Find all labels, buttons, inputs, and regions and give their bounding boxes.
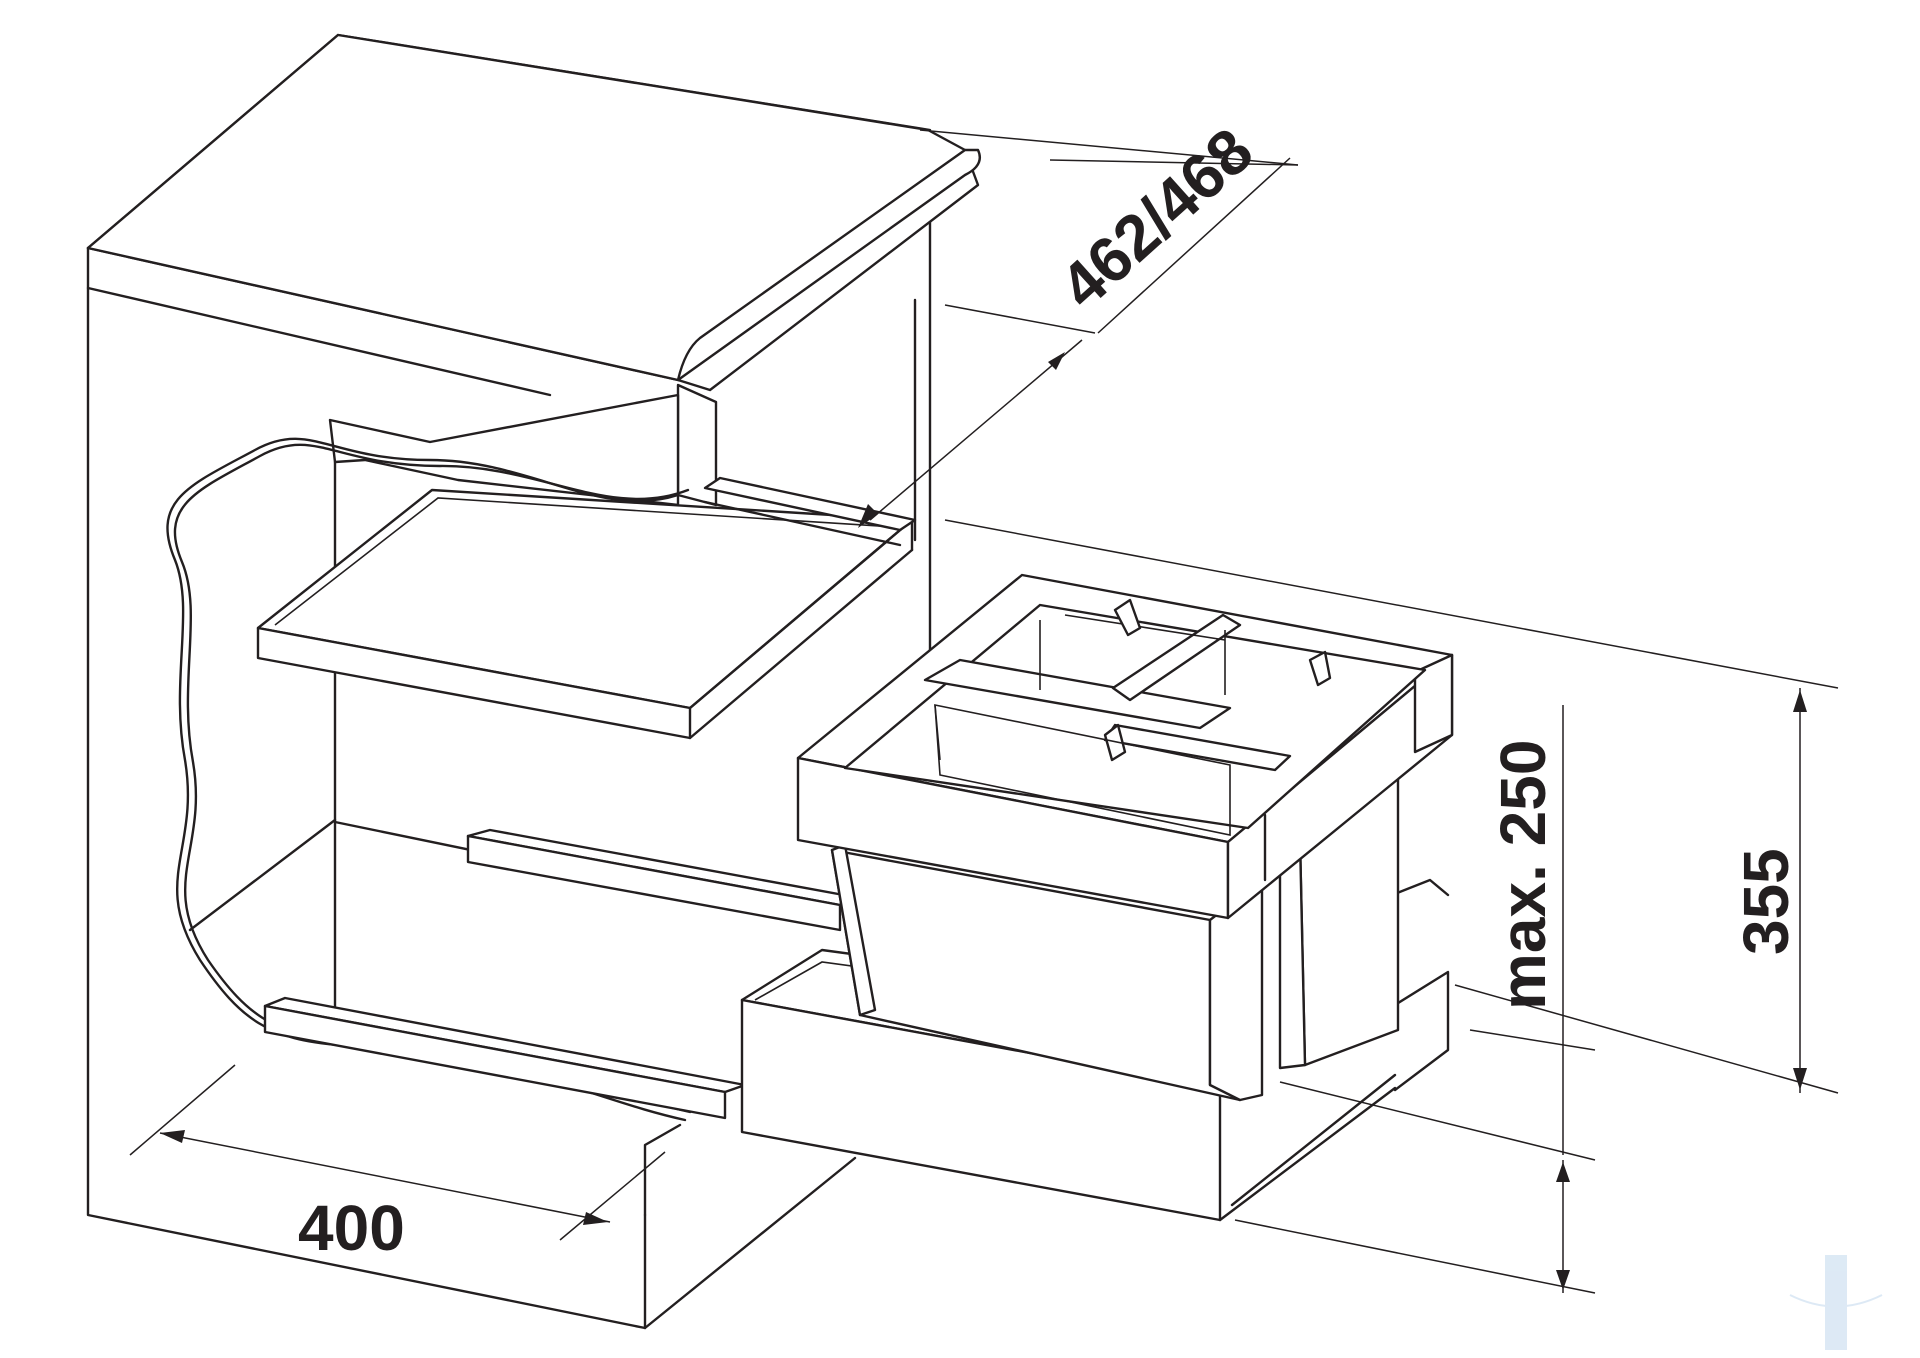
pullout-shelf [256,476,917,740]
dimension-label-width: 400 [298,1192,405,1264]
dimension-label-height: 355 [1730,848,1802,955]
waste-bin-unit [740,573,1454,1222]
dimension-label-max-height: max. 250 [1487,740,1559,1010]
dimension-lines [129,129,1839,1294]
watermark-logo [1789,1255,1883,1350]
lower-rails [263,828,862,1120]
cabinet-frame [86,33,982,1330]
